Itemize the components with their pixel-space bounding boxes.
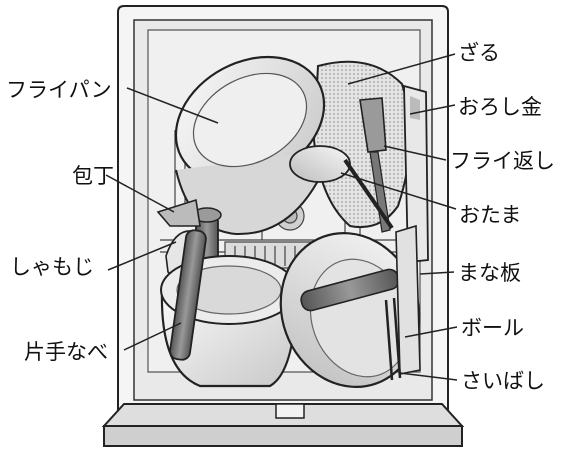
label-shamoji: しゃもじ: [10, 255, 94, 279]
cutting-board-illustration: [395, 224, 421, 375]
label-zaru: ざる: [458, 41, 500, 65]
label-oroshigane: おろし金: [458, 95, 542, 119]
label-bowl: ボール: [461, 316, 524, 340]
chopsticks-illustration: [384, 297, 402, 381]
saucepan-illustration: [160, 229, 298, 388]
strainer-illustration: [312, 60, 412, 228]
label-tongs: さいばし: [461, 369, 545, 393]
bowl-illustration: [279, 232, 421, 388]
label-saucepan: 片手なべ: [24, 340, 108, 364]
leader-lines: [105, 53, 458, 381]
dishwasher-door: [101, 403, 465, 447]
label-cutting-board: まな板: [458, 261, 521, 285]
knife-illustration: [156, 198, 201, 227]
ladle-illustration: [289, 145, 394, 230]
label-otama: おたま: [459, 203, 522, 227]
label-spatula: フライ返し: [450, 149, 555, 173]
frying-pan-illustration: [174, 55, 333, 351]
label-frypan: フライパン: [6, 78, 112, 102]
label-knife: 包丁: [72, 164, 114, 188]
grater-illustration: [403, 84, 429, 263]
